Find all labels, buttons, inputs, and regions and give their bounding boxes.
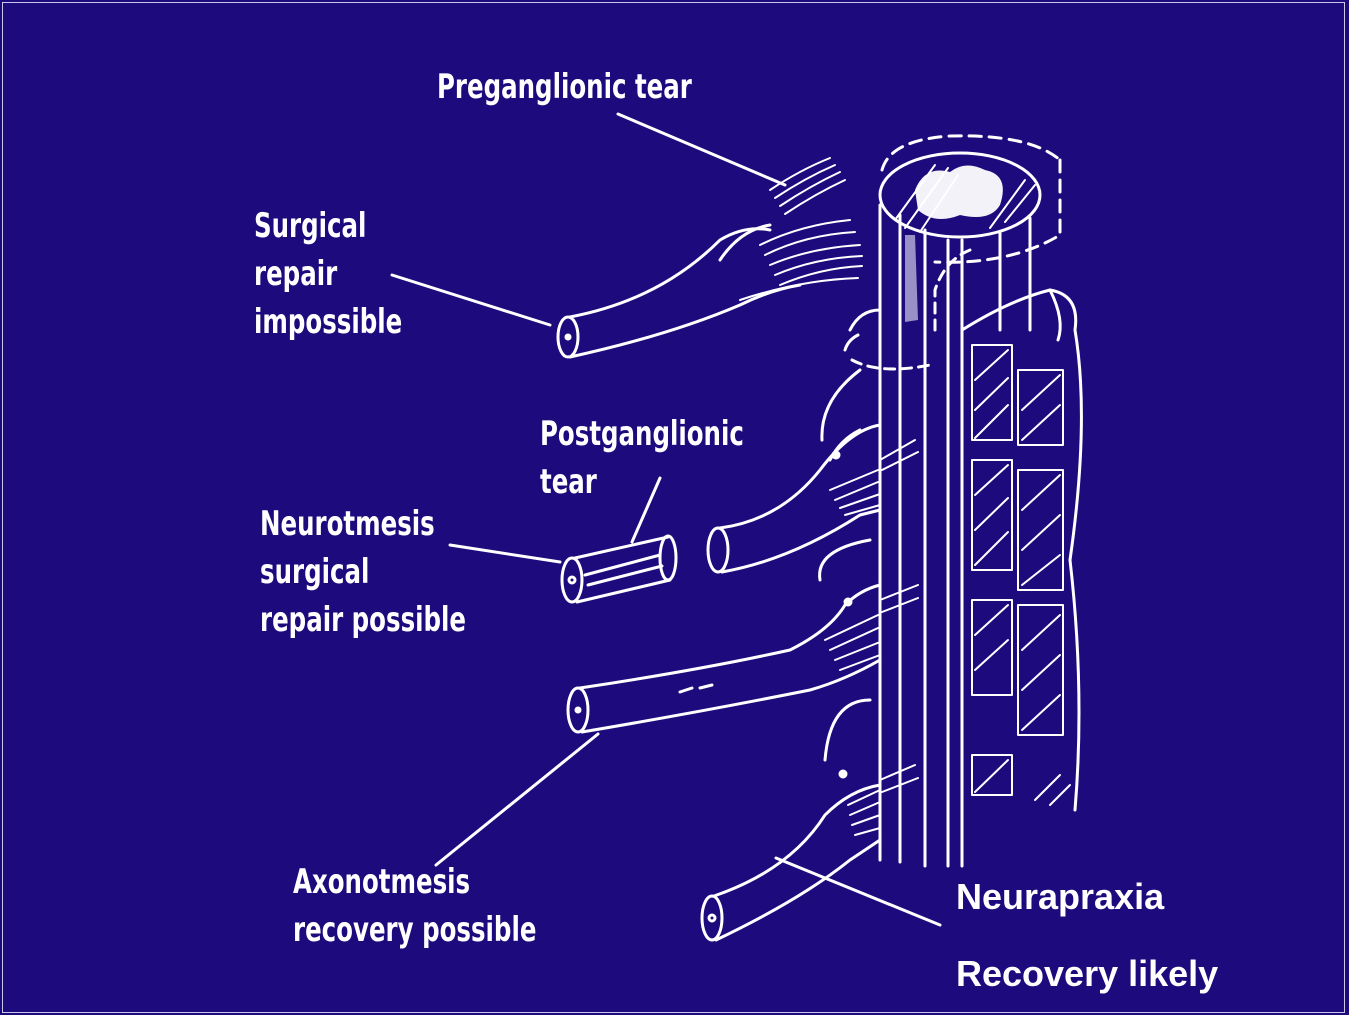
axonotmesis-root xyxy=(436,540,918,865)
label-surgical-repair-impossible: Surgical repair impossible xyxy=(254,202,402,346)
label-preganglionic-tear: Preganglionic tear xyxy=(437,63,692,111)
preganglionic-root xyxy=(392,114,862,357)
neurapraxia-root xyxy=(702,700,940,940)
spinal-cord xyxy=(852,136,1060,866)
label-neurapraxia: Neurapraxia xyxy=(956,876,1164,918)
label-postganglionic-tear: Postganglionic tear xyxy=(540,410,744,506)
label-axonotmesis: Axonotmesis recovery possible xyxy=(293,858,536,954)
label-neurotmesis: Neurotmesis surgical repair possible xyxy=(260,500,466,644)
label-recovery-likely: Recovery likely xyxy=(956,953,1218,995)
